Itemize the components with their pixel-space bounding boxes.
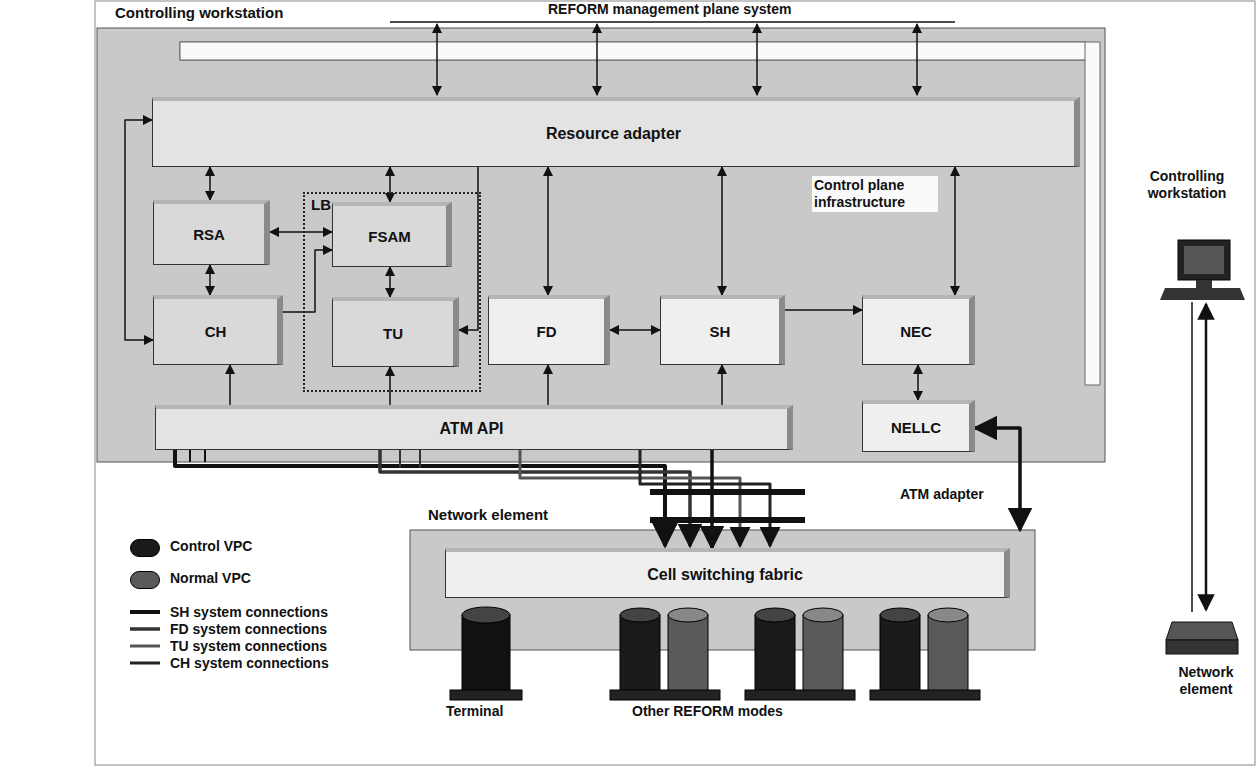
connector <box>209 265 211 295</box>
connector <box>389 267 391 297</box>
api-bar: ATM API <box>155 405 793 450</box>
node-text: NEC <box>900 323 932 340</box>
management-arrows <box>437 24 917 95</box>
network-element-icon <box>1166 622 1238 654</box>
legend-text: SH system connections <box>170 604 328 620</box>
network-element-panel: Network elementCell switching fabric <box>410 530 1035 650</box>
module-box: TU <box>332 297 459 367</box>
node-text: ATM API <box>440 420 504 438</box>
node-text: TU <box>383 325 403 342</box>
connector <box>710 450 714 548</box>
node-text: SH <box>710 323 731 340</box>
node-text: Cell switching fabric <box>647 566 803 584</box>
node-text: NELLC <box>891 419 941 436</box>
management-bus <box>390 21 955 23</box>
annotation-label: Network element <box>1160 664 1252 698</box>
node-text: CH <box>205 323 227 340</box>
legend-text: CH system connections <box>170 655 329 671</box>
connector <box>270 231 332 233</box>
legend-line-samples <box>130 612 160 663</box>
connector <box>229 365 231 405</box>
control-plane-plate-top <box>180 42 1085 60</box>
node-text: FD <box>537 323 557 340</box>
node-text: Controlling workstation <box>115 4 283 21</box>
annotation-label: REFORM management plane system <box>548 1 792 18</box>
legend-text: FD system connections <box>170 621 327 637</box>
connector <box>125 120 153 340</box>
module-box: NEC <box>862 295 975 365</box>
connector <box>917 365 919 400</box>
connector <box>785 309 862 311</box>
node-text: RSA <box>193 226 225 243</box>
connector <box>547 365 549 405</box>
connector <box>283 250 332 312</box>
legend-text: Normal VPC <box>170 570 251 586</box>
annotation-label: Control plane infrastructure <box>812 176 938 212</box>
annotation-label: ATM adapter <box>900 486 984 503</box>
module-box: NELLC <box>862 400 975 452</box>
legend-text: Control VPC <box>170 538 252 554</box>
legend-text: TU system connections <box>170 638 327 654</box>
node-text: Resource adapter <box>546 125 681 143</box>
module-box: RSA <box>153 200 270 265</box>
fabric-bar: Cell switching fabric <box>445 548 1010 598</box>
workstation-panel <box>97 28 1105 462</box>
connector <box>209 167 211 200</box>
figure-frame <box>95 1 1255 765</box>
atm-adapter-bars <box>650 489 805 523</box>
workstation-link <box>1192 302 1206 612</box>
node-text: Network element <box>428 506 548 523</box>
node-text: FSAM <box>368 228 411 245</box>
connector <box>389 167 391 202</box>
connector <box>547 167 549 295</box>
system-connections <box>175 450 770 546</box>
legend-swatch <box>130 571 160 589</box>
module-box: CH <box>153 295 283 365</box>
connector <box>975 428 1020 530</box>
connector <box>954 167 956 295</box>
control-plane-plate <box>180 42 1100 385</box>
connector <box>721 365 723 405</box>
module-box: SH <box>660 295 785 365</box>
resource-adapter-box: Resource adapter <box>152 97 1080 167</box>
module-box: FSAM <box>332 202 452 267</box>
workstation-icon <box>1160 240 1245 300</box>
lb-group: LB FSAM TU <box>303 192 481 392</box>
connector <box>610 329 660 331</box>
vpc-cylinders <box>450 607 980 700</box>
node-text: LB <box>311 196 331 213</box>
connector <box>721 167 723 295</box>
legend-swatch <box>130 539 160 557</box>
annotation-label: Terminal <box>446 703 503 720</box>
module-box: FD <box>488 295 610 365</box>
annotation-label: Other REFORM modes <box>632 703 783 720</box>
workstation-panel: Controlling workstationResource adapterL… <box>97 28 1105 462</box>
connector <box>389 367 391 405</box>
annotation-label: Controlling workstation <box>1122 168 1252 202</box>
